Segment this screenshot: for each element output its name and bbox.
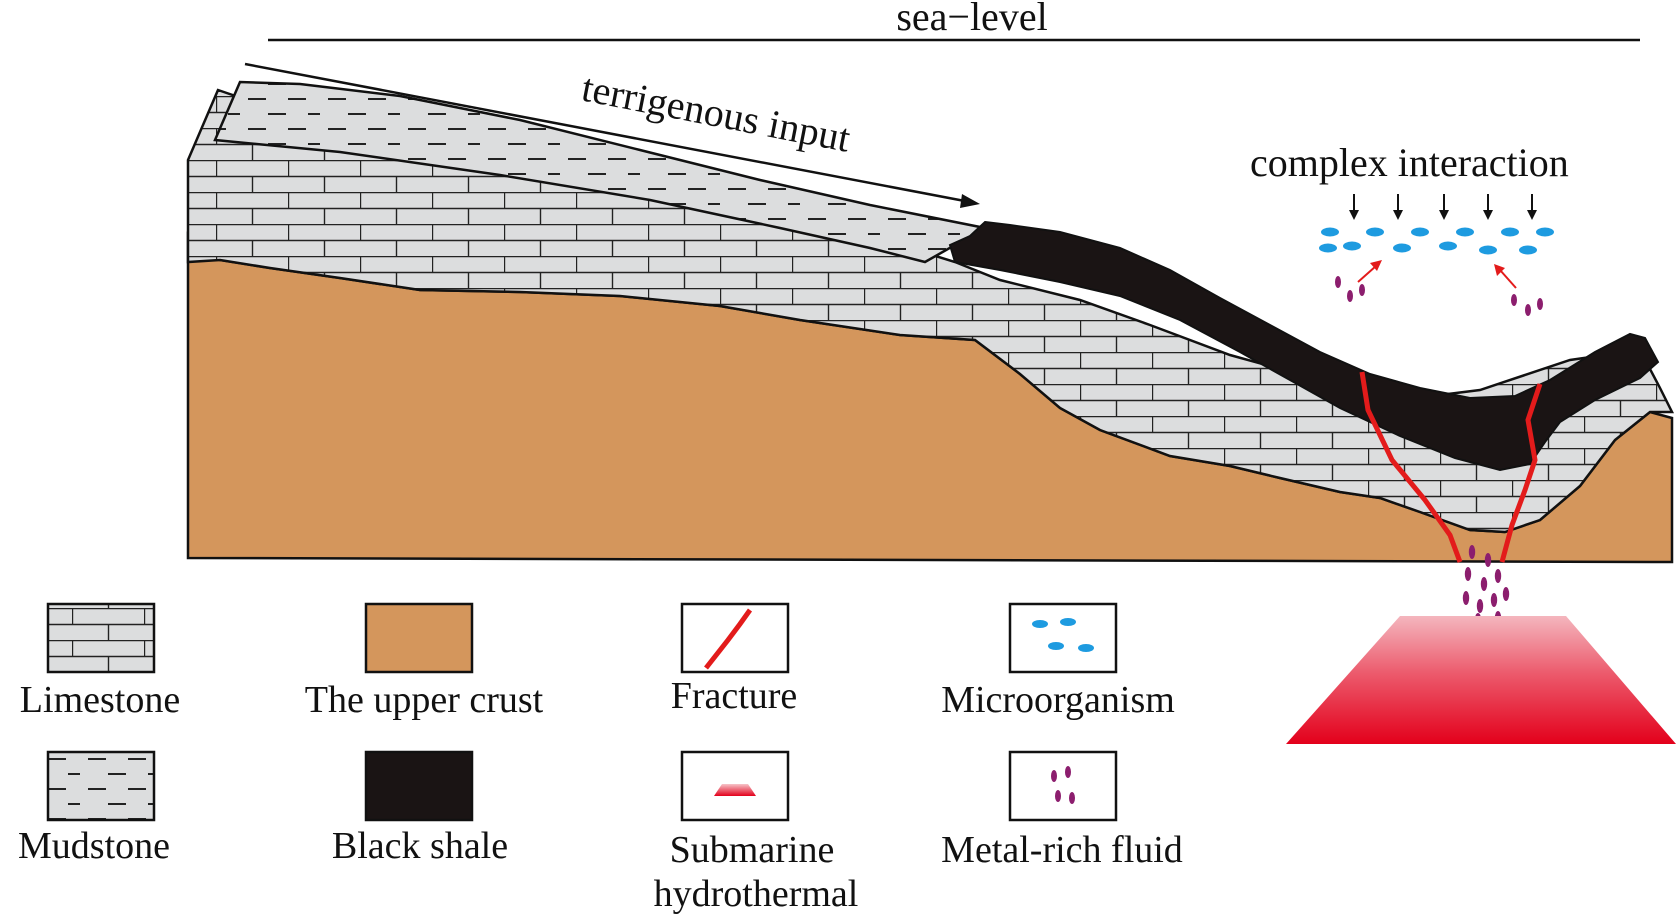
microorganism-cell [1321,227,1339,237]
black-shale-body [948,220,1660,472]
fluid-droplet [1476,599,1484,613]
legend-fluid-icon [1051,770,1057,782]
arrowhead-1 [1349,210,1359,220]
arrowhead-3 [1439,210,1449,220]
legend-label-fracture: Fracture [671,675,798,717]
legend-label-microorganism: Microorganism [941,679,1175,721]
legend-microorganism-icon [1060,618,1076,626]
legend-hydrothermal-icon [714,784,756,796]
arrowhead-5 [1527,210,1537,220]
legend-fluid-icon [1055,790,1061,802]
legend-label-limestone: Limestone [20,679,180,721]
legend-swatch-upper-crust [364,602,474,674]
legend-microorganism-icon [1048,642,1064,650]
fluid-droplet [1468,545,1476,559]
fluid-droplet [1480,577,1488,591]
microorganism-cell [1366,227,1384,237]
microorganism-cell [1393,243,1411,253]
interaction-arrows [1353,194,1533,212]
sea-level-label: sea−level [896,0,1047,39]
legend-swatch-mudstone [46,750,156,822]
microorganism-cell [1479,245,1497,255]
microorganism-cell [1456,227,1474,237]
fluid-droplet [1484,553,1492,567]
fracture-line-left [1359,371,1463,563]
fluid-droplet [1347,290,1353,302]
legend-fluid-icon [1065,766,1071,778]
legend-fracture-icon [704,608,753,670]
fluid-droplet [1359,284,1365,296]
microorganism-cell [1411,227,1429,237]
fluid-droplet [1464,567,1472,581]
interaction-label: complex interaction [1250,140,1569,185]
legend-label-submarine-line1: Submarine [670,829,835,871]
legend-label-metal-fluid: Metal-rich fluid [941,829,1183,871]
legend-label-mudstone: Mudstone [18,825,170,867]
microorganism-cell [1501,227,1519,237]
legend-fluid-icon [1069,792,1075,804]
terrigenous-arrow [244,62,971,204]
fluid-droplet [1502,587,1510,601]
legend-label-upper-crust: The upper crust [305,679,544,721]
fluid-arrow-left [1357,265,1377,283]
fluid-arrow-right [1499,269,1517,289]
legend-swatch-limestone [46,602,156,674]
fluid-droplet [1490,593,1498,607]
arrowhead-4 [1483,210,1493,220]
microorganism-cell [1439,241,1457,251]
hydrothermal-source [1286,616,1676,744]
fluid-droplet [1537,298,1543,310]
microorganism-cell [1319,243,1337,253]
fluid-droplet [1494,569,1502,583]
legend-microorganism-icon [1032,620,1048,628]
fluid-droplet [1511,294,1517,306]
fluid-droplet [1462,591,1470,605]
legend-label-submarine-line2: hydrothermal [654,873,859,915]
fracture-line-right [1499,383,1543,563]
microorganism-cell [1343,241,1361,251]
fluid-droplet [1335,276,1341,288]
fluid-arrowhead-left [1370,260,1382,271]
microorganism-cell [1536,227,1554,237]
legend-swatch-metal-fluid [1008,750,1118,822]
legend-swatch-black-shale [364,750,474,822]
microorganism-cell [1519,245,1537,255]
legend-swatch-microorganism [1008,602,1118,674]
terrigenous-arrowhead [960,194,980,208]
legend-swatch-fracture [680,602,790,674]
fluid-droplet [1525,304,1531,316]
fluid-arrowhead-right [1494,264,1505,276]
limestone-layer [186,88,1675,534]
legend-label-black-shale: Black shale [332,825,508,867]
legend-microorganism-icon [1078,644,1094,652]
arrowhead-2 [1393,210,1403,220]
